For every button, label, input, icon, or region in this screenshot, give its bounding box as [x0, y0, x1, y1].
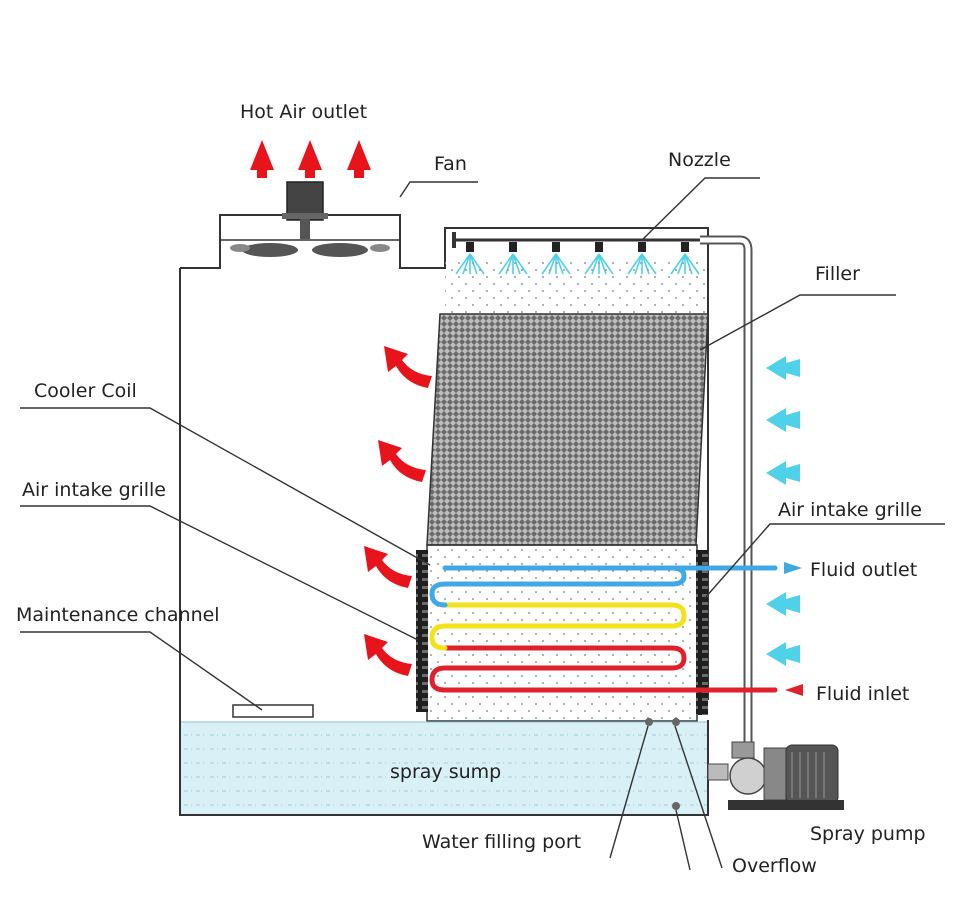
fluid-outlet-arrow — [784, 562, 802, 574]
fluid-inlet-arrow — [785, 684, 803, 696]
fan-label: Fan — [434, 153, 467, 175]
air-intake-grille-right-label: Air intake grille — [778, 499, 922, 521]
water-filling-port-icon — [645, 718, 653, 726]
fluid-inlet-label: Fluid inlet — [816, 683, 909, 705]
cool-air-arrow-icon — [766, 642, 800, 666]
air-intake-grille-left — [416, 550, 428, 712]
spray-sump-label: spray sump — [390, 761, 501, 783]
cool-air-arrow-icon — [766, 408, 800, 432]
spray-header — [452, 232, 715, 248]
fluid-outlet-label: Fluid outlet — [810, 559, 917, 581]
cooler-coil-label: Cooler Coil — [34, 380, 137, 402]
hot-air-arrows — [364, 346, 432, 676]
hot-air-arrow-icon — [364, 546, 412, 588]
leader-lines — [20, 177, 945, 871]
maintenance-channel-label: Maintenance channel — [16, 604, 220, 626]
hot-air-arrow-icon — [378, 440, 426, 482]
hot-air-arrow-icon — [364, 634, 412, 676]
spray-zone — [445, 262, 708, 314]
cooler-coil — [429, 565, 778, 693]
air-intake-grille-left-label: Air intake grille — [22, 479, 166, 501]
cool-air-arrow-icon — [766, 356, 800, 380]
overflow-icon — [672, 718, 680, 726]
air-intake-grille-right — [696, 550, 708, 715]
cool-air-arrows — [766, 356, 800, 666]
return-pipe — [700, 235, 753, 750]
filler-block — [426, 313, 709, 546]
cool-air-arrow-icon — [766, 592, 800, 616]
hot-air-arrow-icon — [384, 346, 432, 388]
nozzle-label: Nozzle — [668, 149, 731, 171]
hot-air-outlet-arrows — [250, 140, 371, 178]
water-filling-port-label: Water filling port — [422, 831, 581, 853]
fan-icon — [230, 181, 390, 257]
spray-pump-label: Spray pump — [810, 823, 926, 845]
cool-air-arrow-icon — [766, 461, 800, 485]
spray-pump-icon — [707, 741, 844, 810]
maintenance-channel — [232, 704, 314, 718]
hot-air-outlet-label: Hot Air outlet — [240, 101, 367, 123]
filler-label: Filler — [815, 263, 860, 285]
overflow-label: Overflow — [732, 855, 817, 877]
coil-box — [426, 544, 698, 722]
